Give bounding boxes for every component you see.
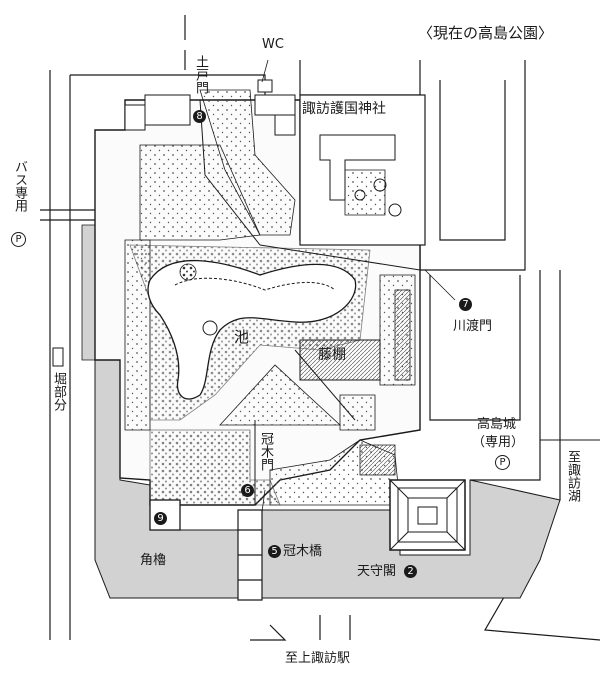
pond — [147, 259, 357, 400]
marker-2-icon: 2 — [404, 565, 417, 578]
main-keep-building — [389, 479, 466, 551]
kawato-gate-label: 川渡門 — [453, 319, 493, 334]
map-title: 〈現在の高島公園〉 — [418, 24, 554, 42]
takashima-parking-note: （専用） — [472, 435, 525, 450]
moat-area — [94, 354, 561, 599]
buildings-upper-left — [124, 94, 296, 136]
bus-parking-label: バス専用 — [12, 160, 27, 212]
wisteria-label: 藤棚 — [318, 347, 346, 363]
suwa-shrine-compound — [299, 94, 426, 246]
leader-lines — [261, 59, 456, 513]
kabuki-bridge-label: 冠木橋 — [283, 544, 323, 559]
marker-8-icon: 8 — [193, 110, 206, 123]
dodo-gate-label: 土戸門 — [193, 55, 208, 94]
kabuki-bridge — [237, 509, 263, 601]
keep-stairs — [359, 444, 396, 476]
bus-parking-icon: P — [11, 232, 26, 247]
to-suwa-lake-label: 至諏訪湖 — [565, 450, 580, 502]
moat-left-strip — [81, 224, 96, 361]
main-keep-label: 天守閣 — [357, 564, 397, 579]
kabuki-gate-label: 冠木門 — [258, 432, 273, 471]
marker-5-icon: 5 — [268, 545, 281, 558]
marker-9-icon: 9 — [154, 512, 167, 525]
corner-turret-label: 角櫓 — [140, 553, 167, 568]
moat-part-label: 堀部分 — [51, 372, 66, 411]
wc-label: WC — [262, 37, 284, 52]
wisteria-trellis — [299, 339, 381, 381]
marker-6-icon: 6 — [241, 484, 254, 497]
marker-7-icon: 7 — [459, 298, 472, 311]
moat-part-marker — [52, 347, 64, 367]
pond-label: 池 — [234, 328, 250, 346]
takashima-parking-icon: P — [495, 455, 510, 470]
suwa-shrine-label: 諏訪護国神社 — [302, 101, 386, 117]
takashima-parking-name: 高島城 — [477, 417, 517, 432]
walking-paths — [199, 99, 421, 505]
to-station-label: 至上諏訪駅 — [285, 651, 351, 666]
wc-building — [257, 79, 273, 93]
